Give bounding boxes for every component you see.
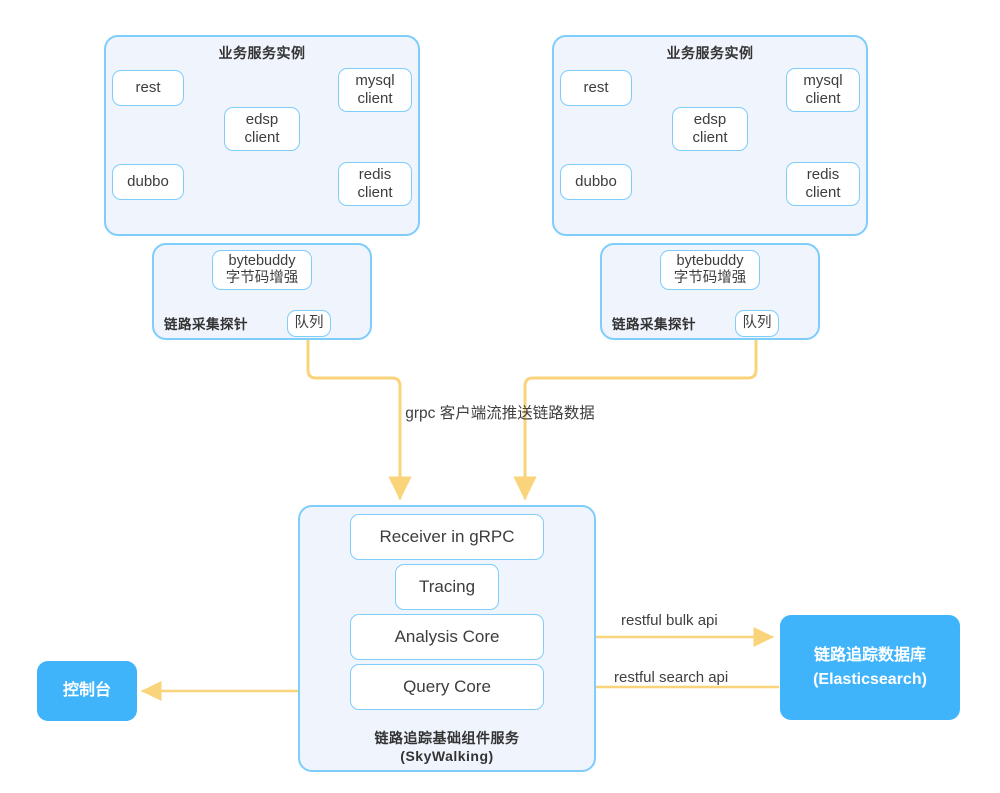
node-bytebuddy-right[interactable]: bytebuddy 字节码增强 — [660, 250, 760, 290]
service-instance-title-left: 业务服务实例 — [218, 45, 306, 61]
node-rest-right[interactable]: rest — [560, 70, 632, 106]
agent-panel-right — [600, 243, 820, 340]
agent-title-right: 链路采集探针 — [612, 317, 696, 332]
node-mysql-client-right[interactable]: mysql client — [786, 68, 860, 112]
storage-title-en: (Elasticsearch) — [813, 670, 927, 688]
node-edsp-client-left[interactable]: edsp client — [224, 107, 300, 151]
node-mysql-client-left[interactable]: mysql client — [338, 68, 412, 112]
backend-title-cn: 链路追踪基础组件服务 — [374, 730, 520, 746]
node-dubbo-left[interactable]: dubbo — [112, 164, 184, 200]
node-redis-client-right[interactable]: redis client — [786, 162, 860, 206]
node-redis-client-left[interactable]: redis client — [338, 162, 412, 206]
storage-title-cn: 链路追踪数据库 — [813, 647, 926, 665]
search-api-label: restful search api — [614, 669, 729, 686]
module-tracing[interactable]: Tracing — [395, 564, 499, 610]
backend-title-en: (SkyWalking) — [400, 748, 494, 764]
storage-elasticsearch[interactable]: 链路追踪数据库 (Elasticsearch) — [780, 615, 960, 720]
node-dubbo-right[interactable]: dubbo — [560, 164, 632, 200]
node-queue-left[interactable]: 队列 — [287, 310, 331, 337]
module-query-core[interactable]: Query Core — [350, 664, 544, 710]
module-analysis-core[interactable]: Analysis Core — [350, 614, 544, 660]
service-instance-title-right: 业务服务实例 — [666, 45, 754, 61]
node-rest-left[interactable]: rest — [112, 70, 184, 106]
console-box[interactable]: 控制台 — [37, 661, 137, 721]
grpc-wire-right — [513, 334, 758, 501]
transport-label: grpc 客户端流推送链路数据 — [405, 405, 595, 422]
agent-title-left: 链路采集探针 — [164, 317, 248, 332]
console-label: 控制台 — [62, 682, 111, 700]
node-queue-right[interactable]: 队列 — [735, 310, 779, 337]
grpc-wire-left — [306, 334, 412, 501]
bulk-api-label: restful bulk api — [621, 612, 718, 629]
module-receiver-in-grpc[interactable]: Receiver in gRPC — [350, 514, 544, 560]
node-bytebuddy-left[interactable]: bytebuddy 字节码增强 — [212, 250, 312, 290]
node-edsp-client-right[interactable]: edsp client — [672, 107, 748, 151]
